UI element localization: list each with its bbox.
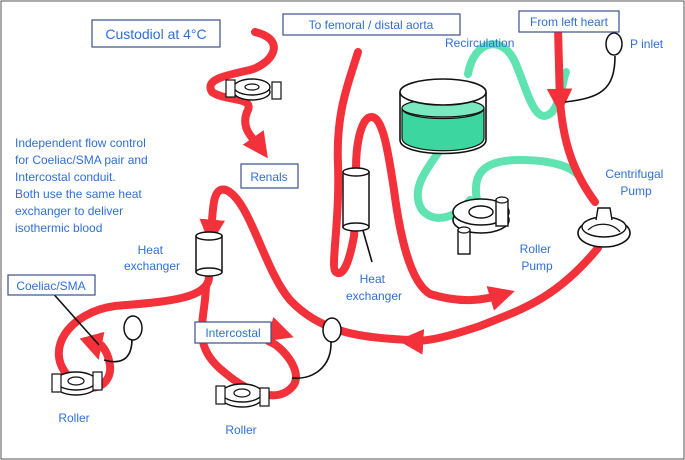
description-line: exchanger to deliver — [15, 204, 123, 218]
femoral-label-box: To femoral / distal aorta — [282, 13, 461, 36]
coeliac-label: Coeliac/SMA — [16, 279, 85, 293]
roller-pump-icon — [215, 383, 270, 408]
pressure-gauge-icon — [605, 32, 623, 56]
description-line: Independent flow control — [15, 136, 146, 150]
description-line: Intercostal conduit. — [15, 170, 116, 184]
roller-pump-icon — [51, 371, 103, 396]
intercostal-label: Intercostal — [205, 326, 260, 340]
coeliac-pointer-line — [49, 289, 100, 346]
coeliac-label-box: Coeliac/SMA — [7, 274, 96, 296]
p-inlet-tube — [564, 55, 616, 103]
custodiol-line — [206, 28, 278, 159]
femoral-line — [330, 48, 362, 278]
coeliac-line — [54, 272, 213, 392]
left-heart-line — [546, 24, 573, 115]
centrifugal-pump-icon — [577, 207, 631, 248]
roller-pump-label: Roller Pump — [520, 242, 555, 273]
description-line: isothermic blood — [15, 221, 102, 235]
heat-exchanger-cylinder-icon — [195, 231, 223, 277]
description-line: Both use the same heat — [15, 187, 142, 201]
centrifugal-pump-label: Centrifugal Pump — [605, 167, 666, 198]
intercostal-gauge-tube — [291, 340, 332, 379]
p-inlet-label: P inlet — [630, 37, 664, 51]
femoral-label: To femoral / distal aorta — [309, 18, 434, 32]
roller-pump-icon — [225, 78, 282, 101]
heat-exchanger-cylinder-icon — [342, 167, 370, 232]
roller-pump-icon — [452, 196, 510, 255]
renals-label: Renals — [250, 170, 287, 184]
femoral-exchanger-link — [352, 112, 515, 311]
intercostal-label-box: Intercostal — [194, 321, 272, 344]
recirculation-label: Recirculation — [445, 36, 514, 50]
description-line: for Coeliac/SMA pair and — [15, 153, 148, 167]
custodiol-label-box: Custodiol at 4°C — [91, 19, 221, 48]
heat-exchanger-center-label: Heat exchanger — [346, 272, 402, 303]
roller-left-label: Roller — [58, 411, 89, 425]
left-heart-label-box: From left heart — [518, 10, 620, 33]
left-heart-label: From left heart — [530, 15, 609, 29]
renals-label-box: Renals — [240, 163, 299, 189]
pressure-gauge-icon — [123, 315, 143, 341]
coeliac-gauge-tube — [103, 338, 133, 363]
pump-outlet-line — [397, 244, 602, 355]
roller-bottom-label: Roller — [225, 423, 256, 437]
main-distribution-line — [199, 185, 414, 344]
pressure-gauge-icon — [322, 317, 342, 343]
reservoir-icon — [399, 78, 487, 155]
description-text: Independent flow control for Coeliac/SMA… — [15, 136, 151, 235]
roller-to-pump-line — [471, 155, 582, 209]
heat-exchanger-left-label: Heat exchanger — [124, 243, 180, 273]
custodiol-label: Custodiol at 4°C — [105, 26, 206, 42]
left-heart-to-pump-line — [556, 96, 599, 206]
